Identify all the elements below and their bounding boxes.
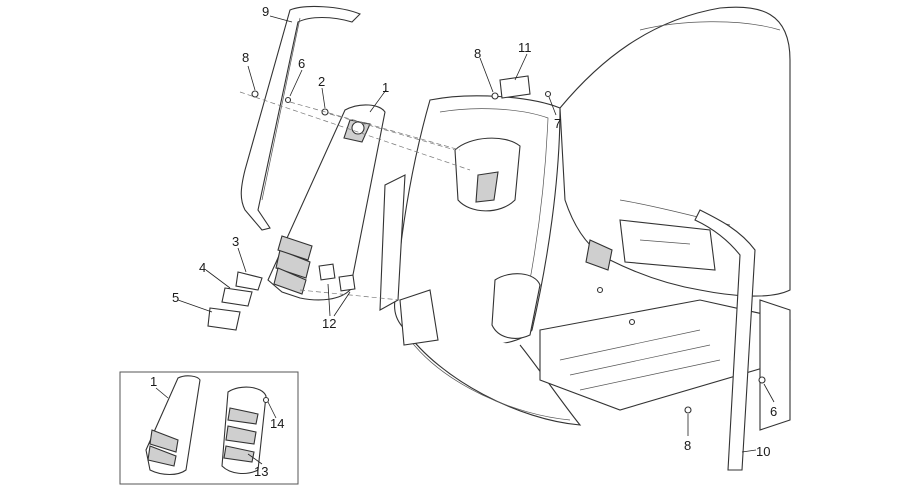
assembly-lines bbox=[239, 91, 471, 301]
callout-labels: 9 8 6 2 1 3 4 5 12 8 11 7 6 8 10 1 14 13 bbox=[150, 4, 777, 479]
callout-13: 13 bbox=[254, 464, 268, 479]
small-inserts bbox=[207, 271, 263, 331]
callout-6: 6 bbox=[298, 56, 305, 71]
callout-9: 9 bbox=[262, 4, 269, 19]
clips-part bbox=[318, 263, 356, 292]
callout-8: 8 bbox=[242, 50, 249, 65]
scooter-body-drawing bbox=[379, 6, 791, 471]
callout-14: 14 bbox=[270, 416, 284, 431]
callout-5: 5 bbox=[172, 290, 179, 305]
callout-1: 1 bbox=[382, 80, 389, 95]
callout-2: 2 bbox=[318, 74, 325, 89]
callout-10: 10 bbox=[756, 444, 770, 459]
callout-8: 8 bbox=[684, 438, 691, 453]
callout-7: 7 bbox=[554, 116, 561, 131]
callout-3: 3 bbox=[232, 234, 239, 249]
callout-1: 1 bbox=[150, 374, 157, 389]
callout-6: 6 bbox=[770, 404, 777, 419]
bracket-part bbox=[491, 75, 552, 100]
callout-11: 11 bbox=[518, 40, 532, 55]
inset-box bbox=[119, 371, 299, 485]
callout-4: 4 bbox=[199, 260, 206, 275]
shield-trim-part bbox=[240, 6, 361, 231]
horn-cover-part bbox=[267, 104, 386, 301]
leader-lines bbox=[177, 15, 775, 453]
callout-8: 8 bbox=[474, 46, 481, 61]
callout-12: 12 bbox=[322, 316, 336, 331]
